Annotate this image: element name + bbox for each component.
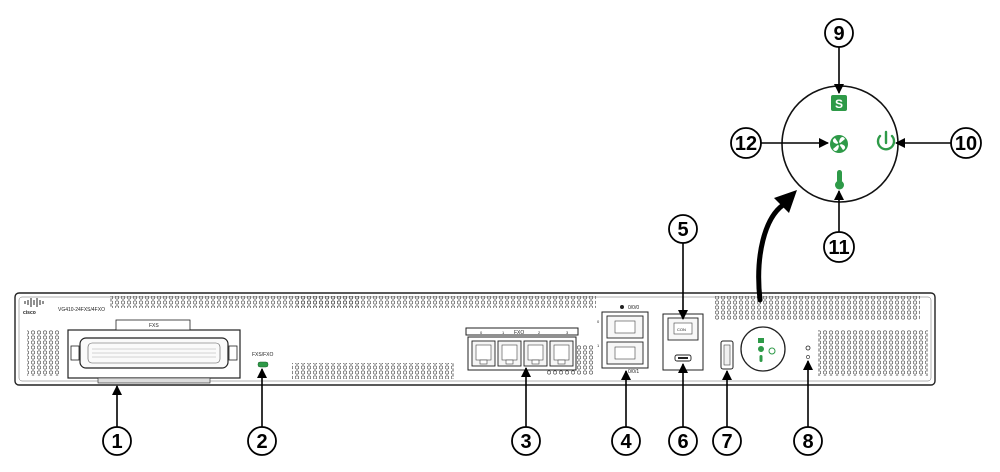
brand-label: cisco bbox=[23, 310, 36, 316]
temperature-icon bbox=[835, 170, 844, 190]
ge-port-top bbox=[606, 315, 644, 339]
callout-label-1: 1 bbox=[111, 431, 122, 453]
fxo-port-2 bbox=[523, 340, 548, 367]
ge-left-bottom-number: 1 bbox=[597, 343, 600, 348]
vent-top-mid bbox=[296, 296, 596, 308]
ge-port-bottom bbox=[606, 341, 644, 365]
callout-8: 8 bbox=[793, 426, 823, 456]
fxo-port-0 bbox=[471, 340, 496, 367]
module-label: FXS bbox=[149, 323, 159, 329]
fan-icon bbox=[830, 135, 848, 153]
cisco-logo: cisco bbox=[23, 298, 44, 316]
fxo-ports: FXO 0 1 2 3 bbox=[465, 327, 579, 371]
console-ports: CON bbox=[662, 313, 704, 371]
callout-label-11: 11 bbox=[828, 237, 849, 259]
callout-label-5: 5 bbox=[677, 219, 688, 241]
callout-11: 11 bbox=[823, 231, 855, 263]
callout-5: 5 bbox=[668, 214, 698, 244]
callout-1: 1 bbox=[102, 426, 132, 456]
callout-label-9: 9 bbox=[833, 23, 844, 45]
model-label: VG410-24FXS/4FXO bbox=[58, 307, 105, 313]
zoom-arrow bbox=[756, 190, 797, 303]
callout-label-7: 7 bbox=[721, 431, 732, 453]
console-label: CON bbox=[677, 327, 686, 332]
callout-label-12: 12 bbox=[735, 133, 757, 155]
callout-label-2: 2 bbox=[256, 431, 267, 453]
fxo-port-number-2: 2 bbox=[538, 330, 541, 335]
usb-port bbox=[720, 340, 734, 370]
callout-label-4: 4 bbox=[620, 431, 632, 453]
led-cluster-small bbox=[740, 326, 786, 372]
ge-top-label: 0/0/0 bbox=[628, 305, 639, 311]
callout-6: 6 bbox=[668, 426, 698, 456]
ge-bottom-label: 0/0/1 bbox=[628, 369, 639, 375]
callout-10: 10 bbox=[950, 127, 982, 159]
rj45-console-port: CON bbox=[667, 317, 699, 341]
callout-7: 7 bbox=[712, 426, 742, 456]
callout-label-6: 6 bbox=[677, 431, 688, 453]
fxs-fxo-led: FXS/FXO bbox=[252, 352, 274, 368]
fxo-port-number-0: 0 bbox=[480, 330, 483, 335]
led-panel-enlarged: S bbox=[781, 85, 899, 203]
callout-4: 4 bbox=[611, 426, 641, 456]
fxo-port-1 bbox=[497, 340, 522, 367]
vent-right-lower bbox=[818, 330, 928, 376]
callout-label-3: 3 bbox=[520, 431, 531, 453]
reset-button bbox=[805, 345, 811, 359]
callout-12: 12 bbox=[730, 127, 762, 159]
fxo-port-number-1: 1 bbox=[502, 330, 505, 335]
callout-label-10: 10 bbox=[955, 133, 977, 155]
fxs-fxo-led-label: FXS/FXO bbox=[252, 352, 274, 358]
ge-left-top-number: 0 bbox=[597, 319, 600, 324]
system-icon: S bbox=[831, 95, 847, 111]
callout-3: 3 bbox=[511, 426, 541, 456]
system-glyph: S bbox=[835, 97, 843, 111]
callout-2: 2 bbox=[247, 426, 277, 456]
fxs-module: FXS bbox=[67, 319, 241, 384]
callout-label-8: 8 bbox=[802, 431, 813, 453]
fxo-port-header: FXO bbox=[514, 330, 524, 336]
fxo-port-number-3: 3 bbox=[566, 330, 569, 335]
vent-top-right bbox=[715, 296, 920, 320]
callout-9: 9 bbox=[824, 18, 854, 48]
ge-ports: 0/0/0 0/0/1 0 1 bbox=[597, 305, 649, 375]
power-icon bbox=[876, 130, 896, 151]
micro-usb-console-port bbox=[674, 354, 692, 362]
callout-leaders bbox=[112, 47, 951, 427]
fxo-port-3 bbox=[549, 340, 574, 367]
vent-lower-mid bbox=[292, 363, 454, 379]
vent-left bbox=[27, 330, 61, 376]
